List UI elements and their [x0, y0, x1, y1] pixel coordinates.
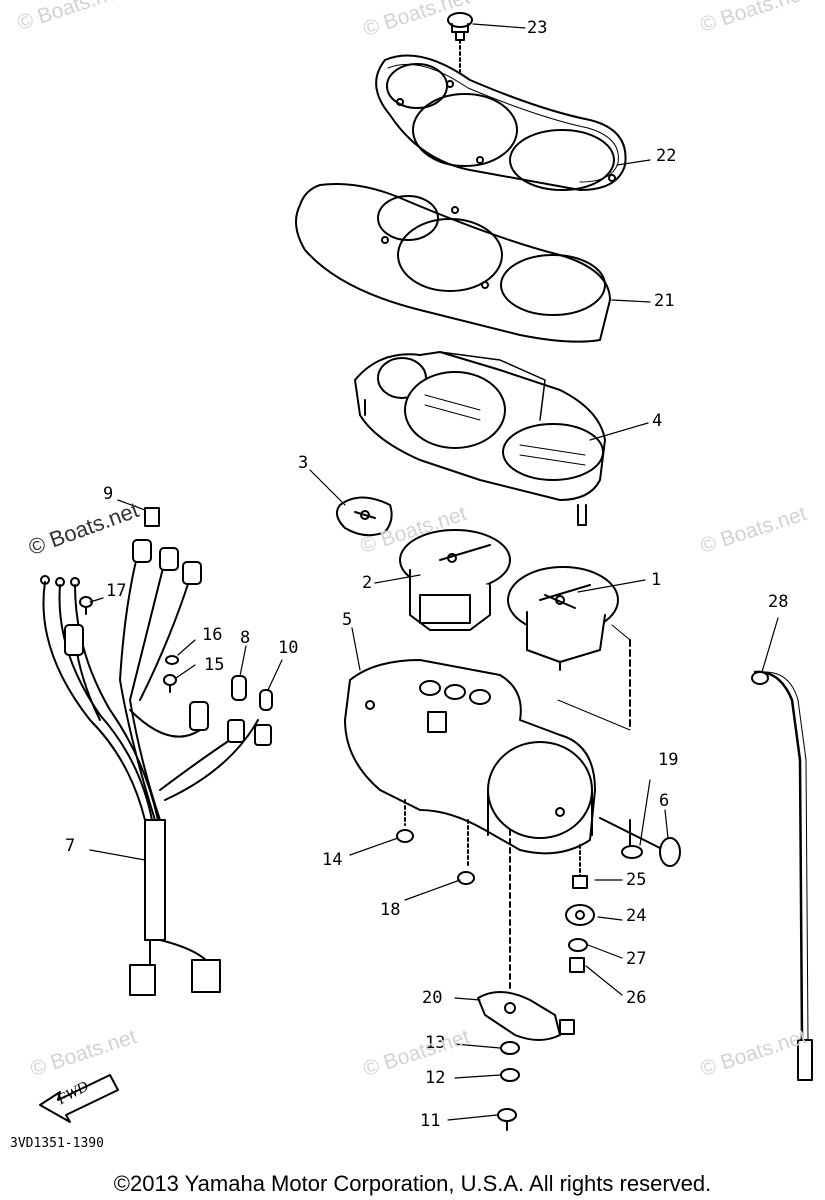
callout-14: 14 — [322, 850, 343, 870]
callout-12: 12 — [425, 1068, 446, 1088]
callout-5: 5 — [342, 610, 353, 630]
callout-26: 26 — [626, 988, 647, 1008]
part-8-bulb — [231, 675, 247, 701]
copyright-notice: ©2013 Yamaha Motor Corporation, U.S.A. A… — [113, 1171, 712, 1196]
callout-10: 10 — [278, 638, 299, 658]
part-23-screw — [447, 12, 473, 89]
drawing-code: 3VD1351-1390 — [10, 1136, 104, 1151]
leader-lines — [89, 23, 779, 1121]
callout-16: 16 — [202, 625, 223, 645]
callout-17: 17 — [106, 581, 127, 601]
callout-8: 8 — [240, 628, 251, 648]
callout-20: 20 — [422, 988, 443, 1008]
part-2-tachometer — [399, 529, 511, 631]
part-10-bulb — [259, 689, 273, 711]
part-3-small-gauge — [335, 496, 393, 537]
bulb-sockets — [64, 539, 272, 746]
callout-3: 3 — [298, 453, 309, 473]
part-13-washer — [500, 1041, 520, 1055]
callout-11: 11 — [420, 1111, 441, 1131]
part-25-collar — [572, 844, 588, 889]
callout-15: 15 — [204, 655, 225, 675]
part-1-speedometer — [507, 566, 619, 671]
callout-1: 1 — [651, 570, 662, 590]
callout-28: 28 — [768, 592, 789, 612]
callout-25: 25 — [626, 870, 647, 890]
callout-7: 7 — [65, 836, 76, 856]
callout-27: 27 — [626, 949, 647, 969]
callout-21: 21 — [654, 291, 675, 311]
part-4-meter-case — [354, 351, 606, 526]
part-7-wire-harness — [40, 544, 259, 996]
part-21-cover-panel — [295, 183, 611, 343]
callout-13: 13 — [425, 1033, 446, 1053]
part-20-gear-unit — [477, 829, 575, 1041]
part-27-washer — [568, 938, 588, 952]
part-17-screw — [79, 596, 93, 615]
callout-18: 18 — [380, 900, 401, 920]
part-28-meter-cable — [751, 670, 813, 1081]
part-26-nut — [569, 957, 585, 973]
part-15-screw — [163, 674, 177, 693]
part-18-screw — [457, 819, 475, 885]
callout-4: 4 — [652, 411, 663, 431]
callout-6: 6 — [659, 791, 670, 811]
callout-19: 19 — [658, 750, 679, 770]
part-19-screw — [621, 819, 643, 859]
part-16-washer — [165, 655, 179, 665]
part-24-grommet — [565, 904, 595, 926]
part-22-panel-plate — [375, 54, 627, 191]
callout-23: 23 — [527, 18, 548, 38]
part-5-lower-case — [344, 624, 631, 855]
callout-24: 24 — [626, 906, 647, 926]
part-11-bolt — [497, 1108, 517, 1131]
callout-9: 9 — [103, 484, 114, 504]
part-14-screw — [396, 799, 414, 843]
callout-22: 22 — [656, 146, 677, 166]
part-12-washer — [500, 1068, 520, 1082]
part-9-bulb-socket — [144, 507, 160, 527]
callout-2: 2 — [362, 573, 373, 593]
fwd-arrow — [39, 1074, 119, 1123]
